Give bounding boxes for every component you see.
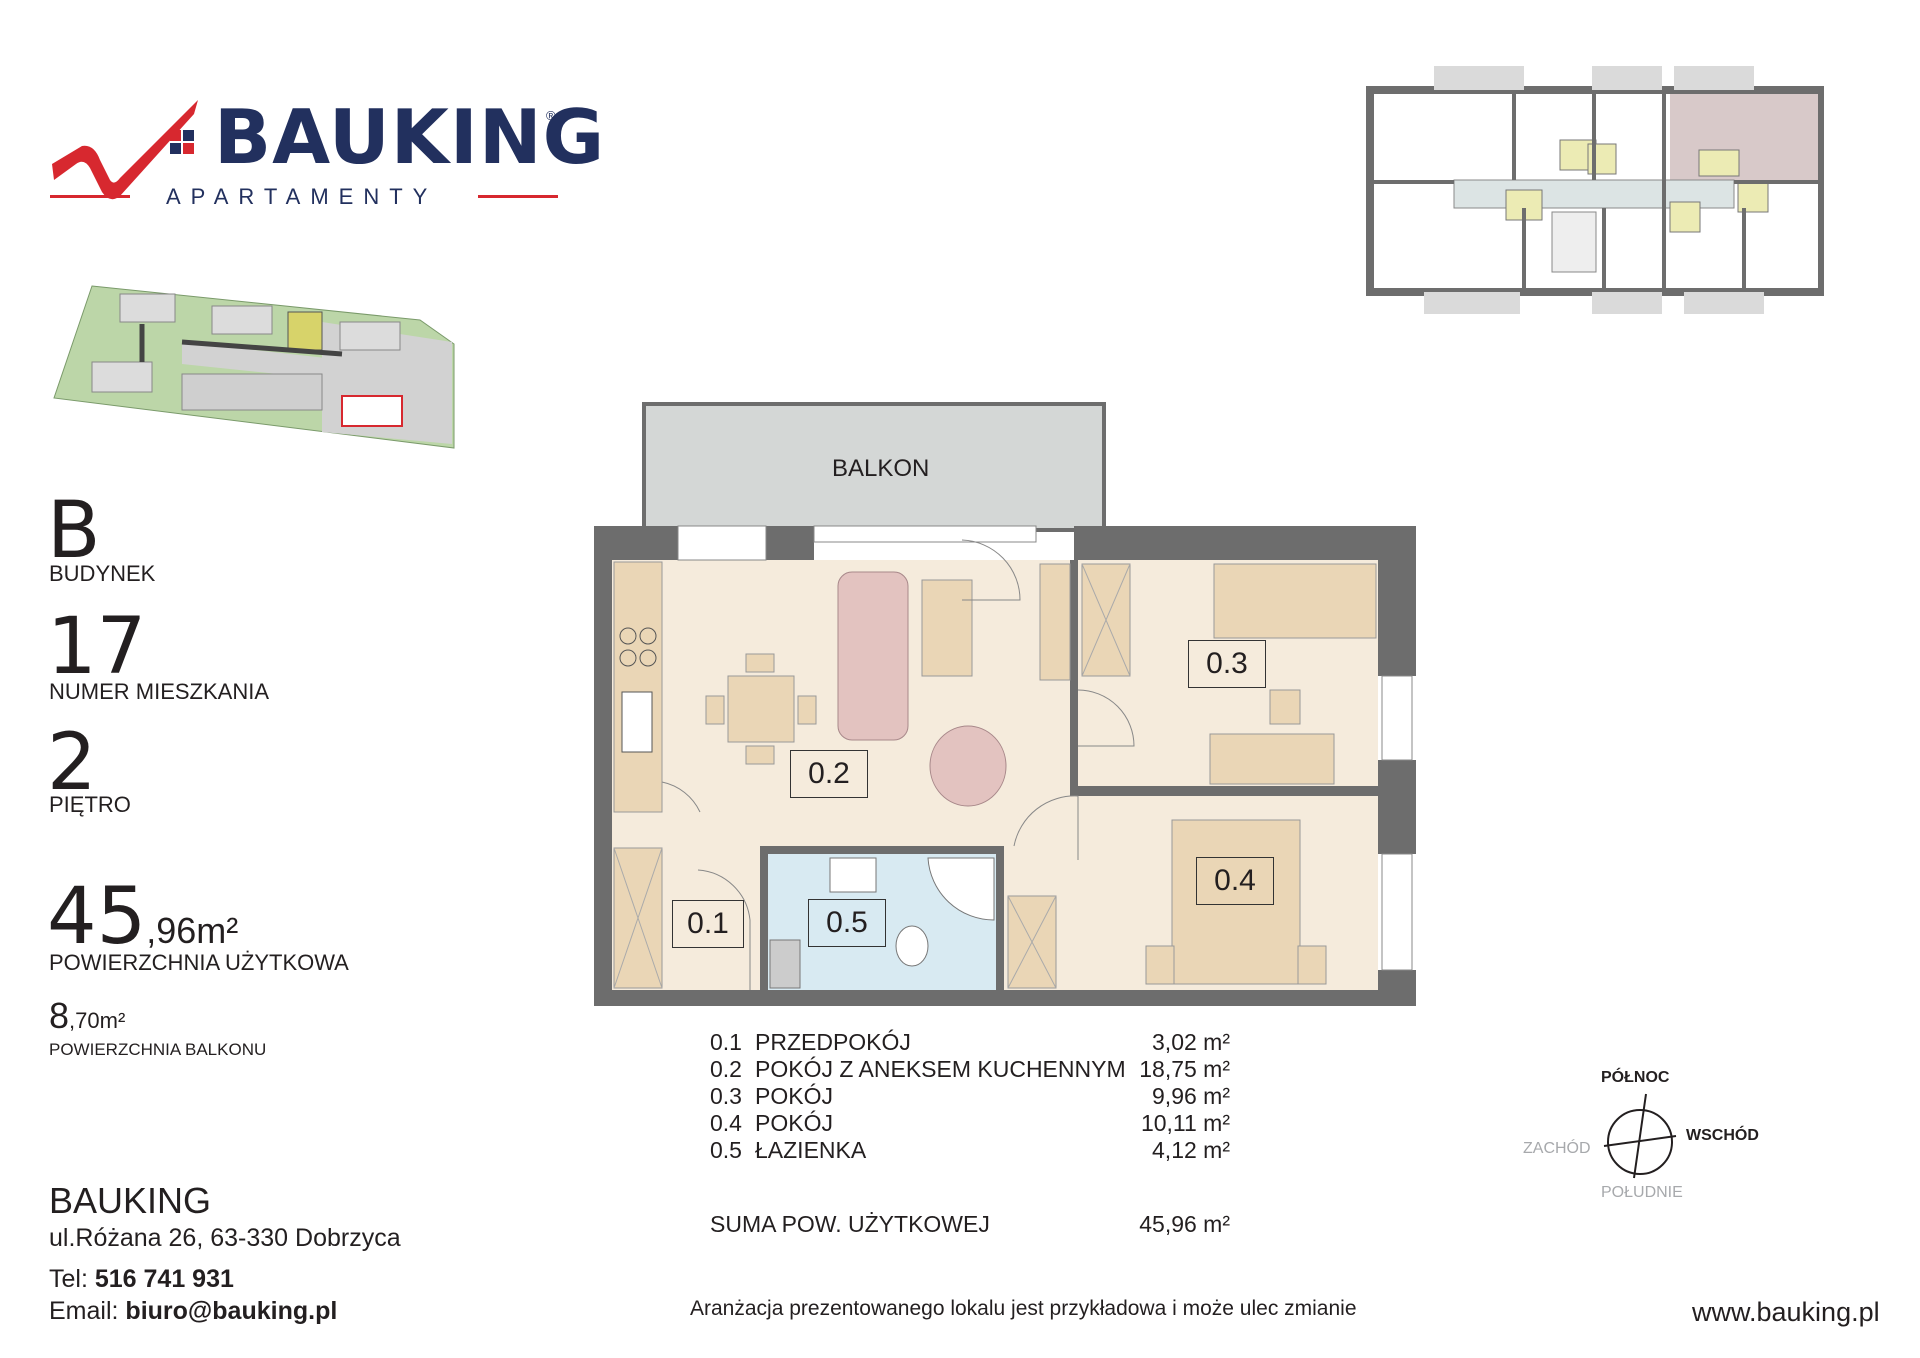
apartment-number-label: NUMER MIESZKANIA	[49, 679, 270, 704]
brand-logo	[48, 90, 568, 210]
email-link[interactable]: biuro@bauking.pl	[125, 1297, 338, 1325]
phone-label: Tel:	[49, 1265, 88, 1293]
site-map	[53, 285, 455, 449]
company-address: ul.Różana 26, 63-330 Dobrzyca	[49, 1224, 401, 1252]
room-name: ŁAZIENKA	[755, 1137, 867, 1163]
room-code: 0.1	[710, 1029, 742, 1055]
compass-icon	[1603, 1093, 1677, 1179]
phone-number[interactable]: 516 741 931	[94, 1265, 234, 1293]
compass-east: WSCHÓD	[1686, 1127, 1759, 1144]
floor-label: PIĘTRO	[49, 792, 131, 817]
floor-number: 2	[47, 718, 97, 808]
disclaimer: Aranżacja prezentowanego lokalu jest prz…	[690, 1297, 1357, 1320]
room-label-0-2: 0.2	[790, 750, 868, 798]
room-code: 0.5	[710, 1137, 742, 1163]
total-row: SUMA POW. UŻYTKOWEJ 45,96 m²	[710, 1211, 1230, 1239]
website-link[interactable]: www.bauking.pl	[1692, 1297, 1880, 1327]
room-label-0-1: 0.1	[672, 900, 744, 948]
logo-wordmark: BAUKING	[214, 93, 606, 181]
email-label: Email:	[49, 1297, 119, 1325]
room-area: 9,96 m²	[1152, 1083, 1230, 1109]
balcony-area-shape	[642, 402, 1106, 532]
room-name: POKÓJ Z ANEKSEM KUCHENNYM	[755, 1056, 1126, 1082]
total-area: 45,96 m²	[1139, 1211, 1230, 1237]
compass-south: POŁUDNIE	[1601, 1184, 1683, 1201]
table-row: 0.2 POKÓJ Z ANEKSEM KUCHENNYM 18,75 m²	[710, 1056, 1230, 1084]
balcony-area-label: POWIERZCHNIA BALKONU	[49, 1040, 267, 1059]
apartment-number: 17	[47, 602, 147, 692]
room-area: 18,75 m²	[1139, 1056, 1230, 1082]
registered-mark: ®	[546, 108, 556, 123]
compass-north: PÓŁNOC	[1601, 1069, 1670, 1086]
total-label: SUMA POW. UŻYTKOWEJ	[710, 1211, 990, 1237]
usable-area-label: POWIERZCHNIA UŻYTKOWA	[49, 950, 349, 975]
room-label-0-4: 0.4	[1196, 857, 1274, 905]
company-name: BAUKING	[49, 1180, 212, 1221]
building-letter: B	[47, 486, 101, 576]
phone-row: Tel: 516 741 931	[49, 1265, 234, 1294]
room-code: 0.3	[710, 1083, 742, 1109]
balcony-label: BALKON	[832, 455, 930, 482]
balcony-area-int: 8	[49, 995, 70, 1036]
room-code: 0.2	[710, 1056, 742, 1082]
room-area: 4,12 m²	[1152, 1137, 1230, 1163]
building-keyplan	[1366, 66, 1824, 314]
room-name: POKÓJ	[755, 1110, 833, 1136]
room-label-0-3: 0.3	[1188, 640, 1266, 688]
room-label-0-5: 0.5	[808, 899, 886, 947]
usable-area-dec: ,96m²	[146, 910, 239, 951]
room-name: POKÓJ	[755, 1083, 833, 1109]
table-row: 0.3 POKÓJ 9,96 m²	[710, 1083, 1230, 1111]
checkmark-icon	[50, 100, 558, 200]
usable-area-int: 45	[47, 872, 147, 962]
room-area: 10,11 m²	[1140, 1110, 1230, 1136]
email-row: Email: biuro@bauking.pl	[49, 1297, 337, 1326]
usable-area: 45,96m²	[47, 878, 238, 956]
building-label: BUDYNEK	[49, 561, 156, 586]
compass-west: ZACHÓD	[1523, 1140, 1591, 1157]
logo-subtitle: APARTAMENTY	[166, 184, 438, 209]
room-code: 0.4	[710, 1110, 742, 1136]
table-row: 0.5 ŁAZIENKA 4,12 m²	[710, 1137, 1230, 1165]
balcony-area-dec: ,70m²	[69, 1008, 126, 1033]
room-area: 3,02 m²	[1152, 1029, 1230, 1055]
balcony-area: 8,70m²	[49, 995, 125, 1037]
table-row: 0.1 PRZEDPOKÓJ 3,02 m²	[710, 1029, 1230, 1057]
table-row: 0.4 POKÓJ 10,11 m²	[710, 1110, 1230, 1138]
room-name: PRZEDPOKÓJ	[755, 1029, 911, 1055]
floor-plan	[594, 402, 1416, 1006]
